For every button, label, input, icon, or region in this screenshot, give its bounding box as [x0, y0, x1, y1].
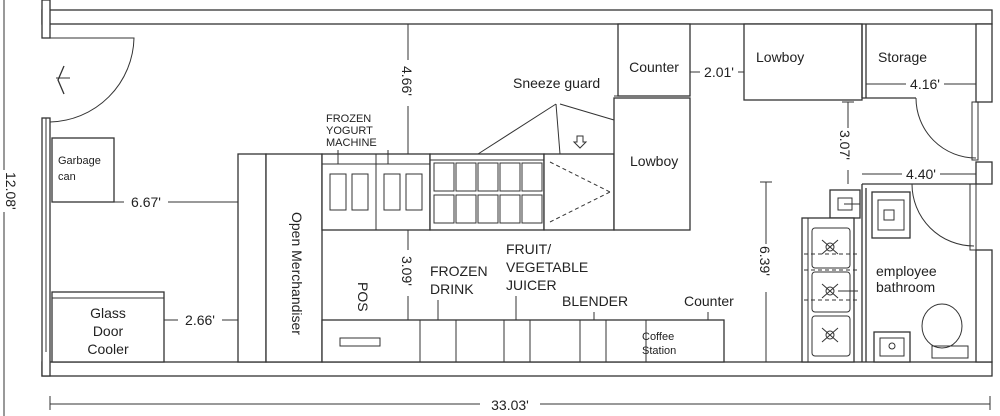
garbage-can: Garbage can: [51, 137, 115, 203]
lowboy-top: Lowboy: [743, 23, 863, 101]
dim-sink-height: 6.39': [757, 246, 773, 276]
yogurt-label-1: FROZEN: [326, 113, 371, 125]
yogurt-label-3: MACHINE: [326, 137, 377, 149]
sneeze-guard: Sneeze guard: [477, 75, 615, 155]
dim-aisle-merchandiser: 6.67': [131, 194, 161, 210]
bathroom-label-2: bathroom: [876, 279, 935, 295]
yogurt-label-2: YOGURT: [326, 125, 373, 137]
open-merchandiser-label: Open Merchandiser: [289, 212, 305, 335]
coffee-station-label-2: Station: [642, 345, 676, 357]
cooler-label-2: Door: [93, 323, 124, 339]
lowboy-top-label: Lowboy: [756, 49, 804, 65]
dim-storage-width: 4.16': [910, 76, 940, 92]
cooler-label-3: Cooler: [87, 341, 129, 357]
dim-cooler-merchandiser: 2.66': [185, 312, 215, 328]
juicer-label-2: VEGETABLE: [506, 259, 588, 275]
dim-length-total: 33.03': [491, 397, 529, 413]
counter-top-label: Counter: [629, 59, 679, 75]
dim-top-yogurt: 4.66': [399, 66, 415, 96]
center-counter-lowboy: Counter Lowboy: [613, 23, 691, 231]
open-merchandiser: Open Merchandiser: [237, 153, 323, 363]
garbage-can-label-2: can: [58, 171, 76, 183]
dim-height-total: 12.08': [3, 172, 19, 210]
frozen-yogurt-machine: FROZEN YOGURT MACHINE: [321, 113, 431, 231]
dim-service-aisle: 3.09': [399, 256, 415, 286]
bathroom-label-1: employee: [876, 263, 937, 279]
frozen-drink-label-1: FROZEN: [430, 263, 488, 279]
glass-door-cooler: Glass Door Cooler: [51, 291, 165, 363]
dimension-lines: 12.08' 33.03' 6.67' 2.66' 4.66' 3.09' 2.…: [3, 0, 991, 416]
dim-bathroom-width: 4.40': [906, 166, 936, 182]
sinks: [801, 189, 861, 363]
service-counter: Coffee Station: [321, 319, 725, 363]
garbage-can-label-1: Garbage: [58, 155, 101, 167]
exterior-walls: [41, 0, 993, 377]
counter-bottom-label: Counter: [684, 293, 734, 309]
pos-label: POS: [355, 282, 371, 312]
storage-label: Storage: [878, 49, 927, 65]
equipment-labels: POS FROZEN DRINK FRUIT/ VEGETABLE JUICER…: [355, 241, 734, 320]
entry-door: [49, 37, 135, 123]
coffee-station-label-1: Coffee: [642, 331, 674, 343]
cooler-label-1: Glass: [90, 305, 126, 321]
dim-counter-lowboy: 2.01': [704, 64, 734, 80]
lowboy-center-label: Lowboy: [630, 153, 678, 169]
frozen-drink-label-2: DRINK: [430, 281, 474, 297]
employee-bathroom: employee bathroom: [861, 183, 977, 363]
sneeze-guard-label: Sneeze guard: [513, 75, 600, 91]
blender-label: BLENDER: [562, 293, 628, 309]
dim-lowboy-bathroom: 3.07': [837, 130, 853, 160]
juicer-label-3: JUICER: [506, 277, 557, 293]
storage-room: Storage: [861, 24, 979, 161]
juicer-label-1: FRUIT/: [506, 241, 551, 257]
topping-bins: [429, 135, 615, 231]
